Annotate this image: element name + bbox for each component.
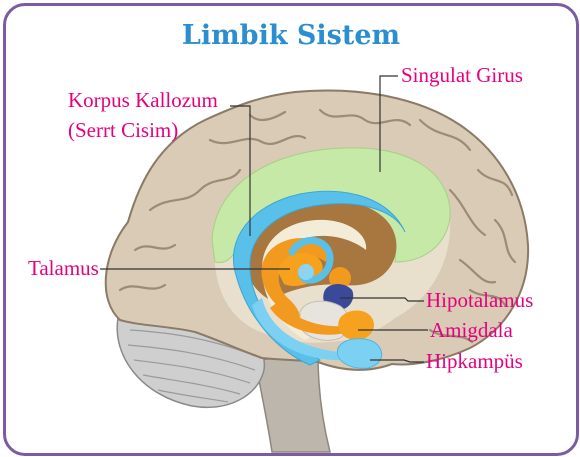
label-talamus: Talamus (28, 256, 99, 280)
label-serrt-cisim: (Serrt Cisim) (68, 118, 178, 142)
label-hipkampus: Hipkampüs (426, 349, 523, 373)
label-hipotalamus: Hipotalamus (426, 288, 533, 312)
caudate-end (298, 264, 314, 280)
label-singulat-girus: Singulat Girus (401, 63, 523, 87)
amygdala (338, 311, 374, 341)
brain-stem (255, 355, 330, 452)
label-amigdala: Amigdala (430, 318, 513, 342)
label-korpus-kallozum: Korpus Kallozum (68, 88, 218, 112)
